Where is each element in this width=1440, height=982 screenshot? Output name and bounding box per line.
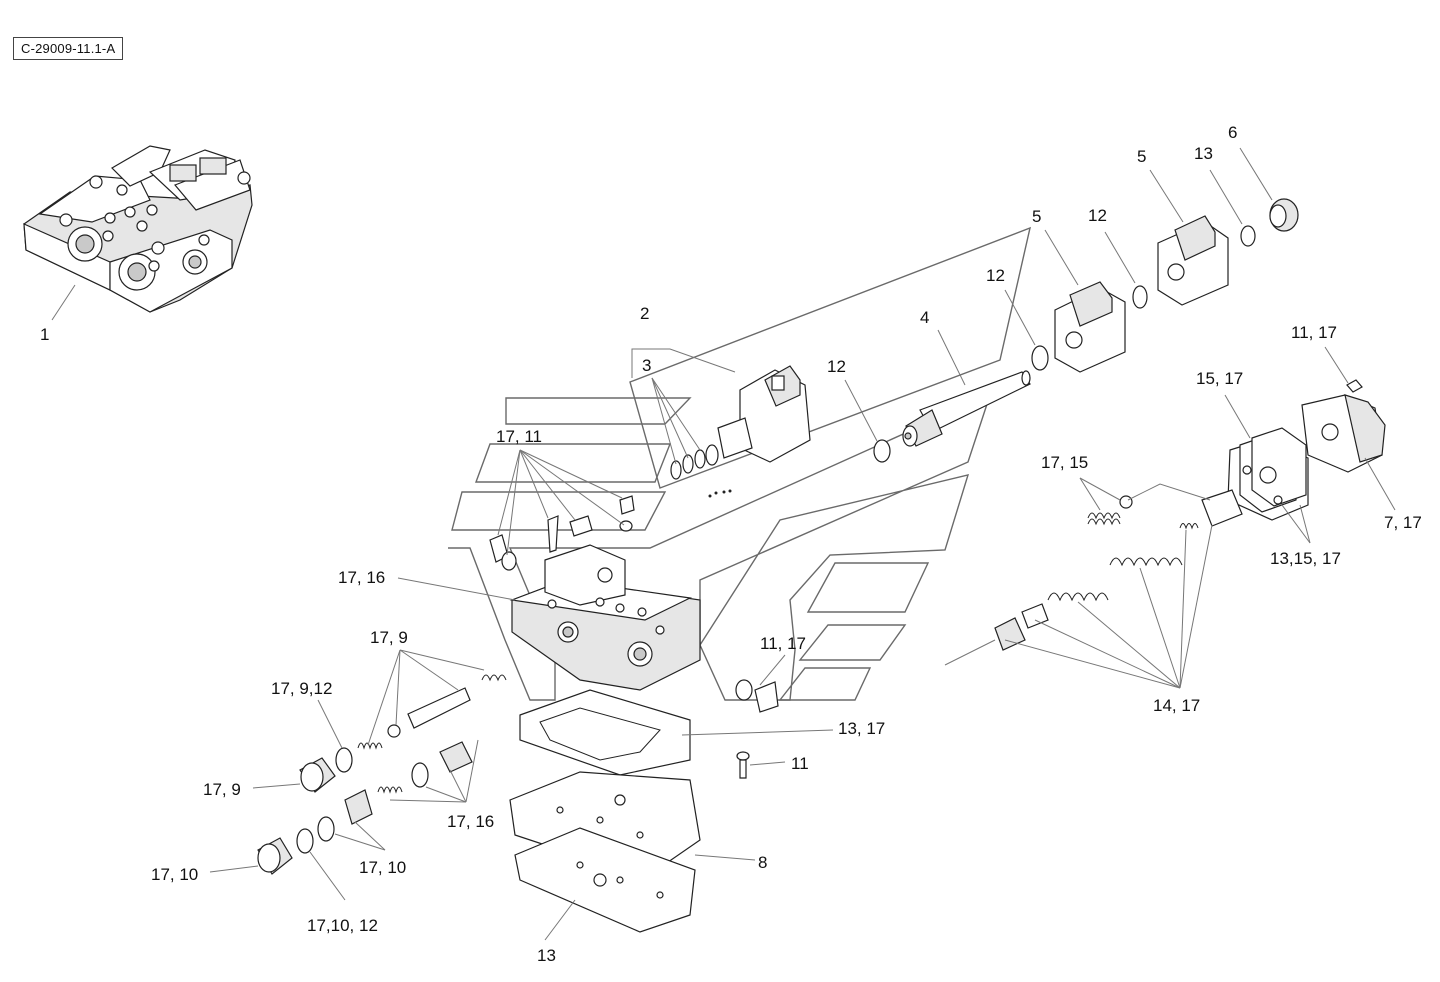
screws-and-plugs xyxy=(735,679,779,779)
retaining-nut xyxy=(1269,198,1299,232)
gasket-and-plates xyxy=(509,689,701,933)
callout-4: 4 xyxy=(920,308,929,327)
callout-13-17: 13, 17 xyxy=(838,719,885,738)
callout-3: 3 xyxy=(642,356,651,375)
callout-17-10: 17, 10 xyxy=(151,865,198,884)
callout-11-17-top: 11, 17 xyxy=(1291,323,1337,342)
callout-13-bottom: 13 xyxy=(537,946,556,965)
callout-2: 2 xyxy=(640,304,649,323)
projection-outlines xyxy=(448,226,1031,701)
leader-lines xyxy=(51,147,1396,941)
callout-14-17: 14, 17 xyxy=(1153,696,1200,715)
callout-13-15-17: 13,15, 17 xyxy=(1270,549,1341,568)
callout-17-15: 17, 15 xyxy=(1041,453,1088,472)
callout-17-9-b: 17, 9 xyxy=(203,780,241,799)
callout-17-10-b: 17, 10 xyxy=(359,858,406,877)
plunger-tube xyxy=(902,370,1031,447)
callout-labels: 1 2 3 4 5 5 6 7, 17 8 11 11, 17 11, 17 1… xyxy=(40,123,1422,965)
valve-assembly-illustration xyxy=(23,145,253,313)
callout-7-17: 7, 17 xyxy=(1384,513,1422,532)
callout-17-11: 17, 11 xyxy=(496,427,542,446)
callout-17-16-b: 17, 16 xyxy=(447,812,494,831)
callout-11-17-mid: 11, 17 xyxy=(760,634,806,653)
callout-5b: 5 xyxy=(1137,147,1146,166)
diagram-reference-code: C-29009-11.1-A xyxy=(13,37,124,60)
callout-12c: 12 xyxy=(1088,206,1107,225)
valve-body xyxy=(489,495,701,691)
callout-13: 13 xyxy=(1194,144,1213,163)
callout-5a: 5 xyxy=(1032,207,1041,226)
end-cover-and-gaskets xyxy=(1227,379,1386,521)
callout-17-16: 17, 16 xyxy=(338,568,385,587)
o-rings xyxy=(873,225,1256,463)
springs-and-spools xyxy=(994,489,1243,651)
solenoid-with-o-rings xyxy=(670,365,811,498)
callout-11: 11 xyxy=(791,754,809,773)
callout-15-17: 15, 17 xyxy=(1196,369,1243,388)
callout-17-9: 17, 9 xyxy=(370,628,408,647)
left-spools-springs-plugs xyxy=(257,674,507,875)
solenoid-coils xyxy=(1054,215,1229,373)
callout-17-10-12: 17,10, 12 xyxy=(307,916,378,935)
callout-6: 6 xyxy=(1228,123,1237,142)
callout-17-9-12: 17, 9,12 xyxy=(271,679,332,698)
callout-8: 8 xyxy=(758,853,767,872)
callout-1: 1 xyxy=(40,325,49,344)
callout-12b: 12 xyxy=(986,266,1005,285)
callout-12a: 12 xyxy=(827,357,846,376)
